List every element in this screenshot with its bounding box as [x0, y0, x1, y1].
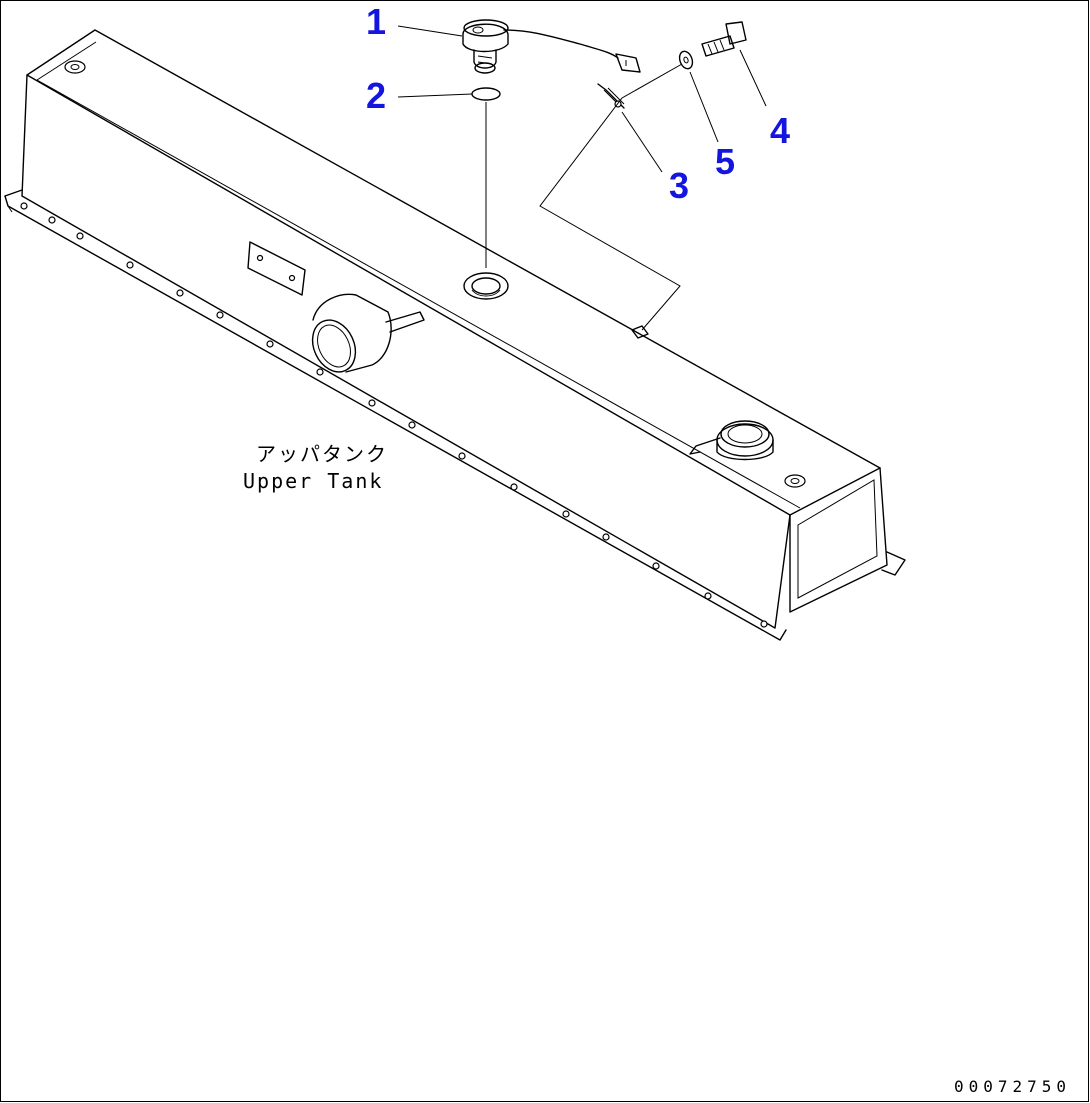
bolt-part: [701, 21, 747, 57]
flange-holes: [20, 202, 768, 628]
level-sensor-part: [462, 19, 641, 74]
o-ring-part: [471, 87, 501, 101]
ground-wire-part: [597, 83, 625, 109]
tank-label-english: Upper Tank: [243, 469, 383, 493]
callout-2: 2: [366, 75, 386, 116]
upper-tank: [4, 29, 906, 641]
callout-1: 1: [366, 1, 386, 42]
tank-label-japanese: アッパタンク: [256, 442, 388, 466]
drawing-number: 00072750: [954, 1077, 1071, 1096]
callout-5: 5: [715, 141, 735, 182]
washer-part: [678, 50, 694, 70]
callout-4: 4: [770, 110, 790, 151]
callout-3: 3: [669, 165, 689, 206]
leader-lines: [397, 25, 767, 331]
